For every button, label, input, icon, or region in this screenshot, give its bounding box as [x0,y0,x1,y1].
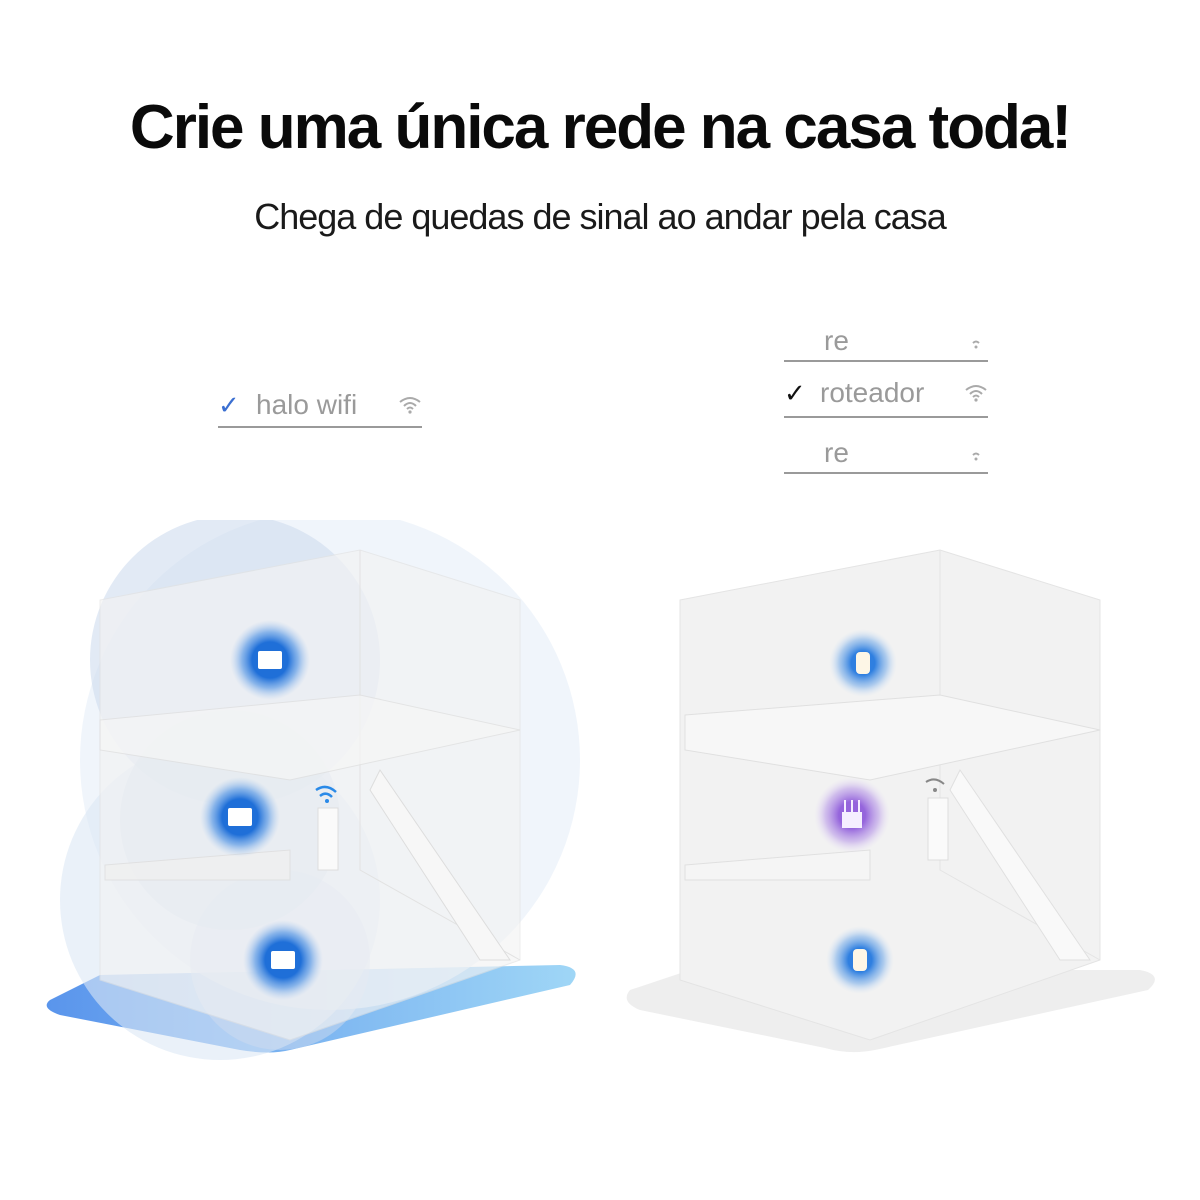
page-title: Crie uma única rede na casa toda! [129,93,1072,162]
network-item-halo-wifi[interactable]: ✓ halo wifi [218,384,422,428]
wifi-weak-icon [972,452,980,461]
wifi-signal-icon [965,385,987,402]
mesh-house-illustration [46,520,580,1060]
wifi-signal-icon [399,397,421,414]
mesh-device-icon [243,920,323,1000]
network-label: halo wifi [256,389,358,420]
network-item-re-2[interactable]: re [784,434,988,474]
extender-device-icon [829,629,897,697]
network-label: roteador [820,377,925,408]
check-icon: ✓ [784,377,806,408]
mesh-device-icon [230,620,310,700]
network-item-roteador[interactable]: ✓ roteador [784,370,988,418]
network-item-re-1[interactable]: re [784,322,988,362]
network-label: re [824,325,849,356]
mesh-device-icon [200,777,280,857]
page-subtitle: Chega de quedas de sinal ao andar pela c… [254,196,947,237]
check-icon: ✓ [218,389,240,420]
network-label: re [824,437,849,468]
router-device-icon [814,777,890,853]
wifi-weak-icon [972,340,980,349]
extender-device-icon [826,926,894,994]
router-extender-house-illustration [626,549,1155,1053]
